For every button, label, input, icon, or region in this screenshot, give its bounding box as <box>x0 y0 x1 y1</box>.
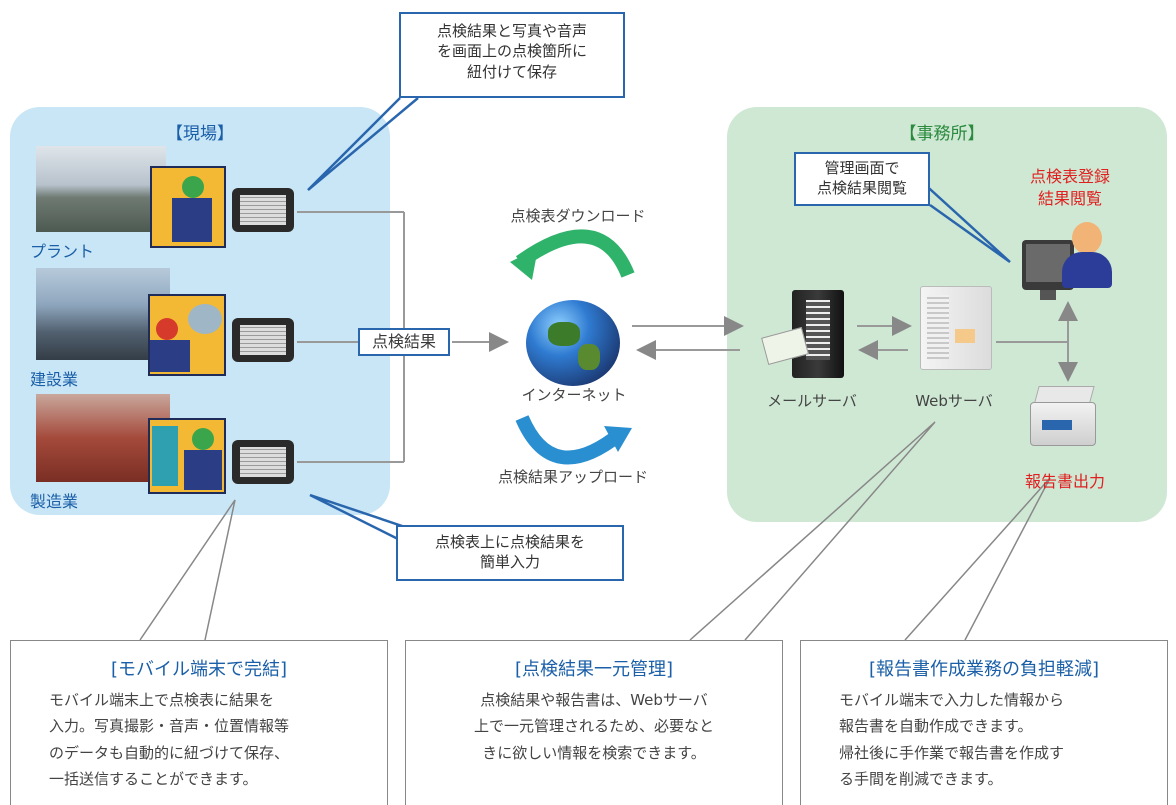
feature-mobile-line: のデータも自動的に紐づけて保存、 <box>49 743 290 762</box>
feature-central-line: 上で一元管理されるため、必要なと <box>473 717 714 736</box>
manufacturing-photo <box>36 394 170 482</box>
feature-report-body: モバイル端末で入力した情報から 報告書を自動作成できます。 帰社後に手作業で報告… <box>811 687 1157 792</box>
feature-mobile-body: モバイル端末上で点検表に結果を 入力。写真撮影・音声・位置情報等 のデータも自動… <box>21 687 377 792</box>
callout-top-line-1: 点検結果と写真や音声 <box>436 22 587 40</box>
location-plant: プラント <box>30 242 95 261</box>
download-label: 点検表ダウンロード <box>510 207 646 225</box>
callout-bottom-line-1: 点検表上に点検結果を <box>434 533 585 551</box>
callout-top-device: 点検結果と写真や音声 を画面上の点検箇所に 紐付けて保存 <box>399 12 625 98</box>
tablet-manufacturing-icon <box>232 440 294 484</box>
feature-mobile-line: 一括送信することができます。 <box>49 769 258 788</box>
location-construction: 建設業 <box>30 370 79 389</box>
upload-arrow <box>515 415 625 465</box>
feature-mobile: [モバイル端末で完結] モバイル端末上で点検表に結果を 入力。写真撮影・音声・位… <box>10 640 388 805</box>
location-manufacturing: 製造業 <box>30 492 79 511</box>
feature-mobile-line: 入力。写真撮影・音声・位置情報等 <box>49 717 290 736</box>
callout-bottom-line-2: 簡単入力 <box>479 553 540 572</box>
feature-report-line: 帰社後に手作業で報告書を作成す <box>839 743 1065 762</box>
feature-central-line: きに欲しい情報を検索できます。 <box>482 743 706 762</box>
register-view-label: 点検表登録 結果閲覧 <box>1000 166 1140 209</box>
view-label: 結果閲覧 <box>1037 188 1102 208</box>
result-label-box: 点検結果 <box>358 328 450 356</box>
web-server-icon <box>920 286 992 370</box>
feature-central-line: 点検結果や報告書は、Webサーバ <box>480 691 708 709</box>
mail-server-label: メールサーバ <box>767 392 857 410</box>
globe-icon <box>526 300 620 386</box>
result-label: 点検結果 <box>371 332 436 351</box>
report-output-label: 報告書出力 <box>1024 472 1105 491</box>
feature-central-title: [点検結果一元管理] <box>514 659 674 680</box>
feature-report-line: モバイル端末で入力した情報から <box>839 691 1065 709</box>
callout-top-line-3: 紐付けて保存 <box>466 62 557 81</box>
web-server-label: Webサーバ <box>915 392 993 410</box>
callout-bottom-device: 点検表上に点検結果を 簡単入力 <box>396 525 624 581</box>
callout-admin-line-2: 点検結果閲覧 <box>816 179 907 198</box>
callout-admin-screen: 管理画面で 点検結果閲覧 <box>794 152 930 206</box>
construction-photo <box>36 268 170 360</box>
internet-label: インターネット <box>521 386 627 404</box>
worker-manufacturing-icon <box>148 418 226 494</box>
callout-top-line-2: を画面上の点検箇所に <box>436 42 587 61</box>
register-label: 点検表登録 <box>1029 167 1110 186</box>
feature-report-line: 報告書を自動作成できます。 <box>839 717 1033 736</box>
worker-plant-icon <box>150 166 226 248</box>
admin-user-icon <box>1062 222 1114 290</box>
feature-central-body: 点検結果や報告書は、Webサーバ 上で一元管理されるため、必要なと きに欲しい情… <box>416 687 772 766</box>
download-arrow <box>515 229 635 278</box>
worker-construction-icon <box>148 294 226 376</box>
feature-mobile-line: モバイル端末上で点検表に結果を <box>49 691 275 709</box>
tablet-plant-icon <box>232 188 294 232</box>
feature-central: [点検結果一元管理] 点検結果や報告書は、Webサーバ 上で一元管理されるため、… <box>405 640 783 805</box>
office-title: 【事務所】 <box>899 124 985 144</box>
feature-report-title: [報告書作成業務の負担軽減] <box>868 659 1100 680</box>
printer-icon <box>1030 386 1096 448</box>
upload-label: 点検結果アップロード <box>497 468 648 486</box>
feature-report: [報告書作成業務の負担軽減] モバイル端末で入力した情報から 報告書を自動作成で… <box>800 640 1168 805</box>
callout-admin-line-1: 管理画面で <box>824 159 900 177</box>
feature-report-line: る手間を削減できます。 <box>839 769 1003 788</box>
site-title: 【現場】 <box>166 124 234 144</box>
feature-mobile-title: [モバイル端末で完結] <box>110 659 288 680</box>
tablet-construction-icon <box>232 318 294 362</box>
plant-photo <box>36 146 166 232</box>
